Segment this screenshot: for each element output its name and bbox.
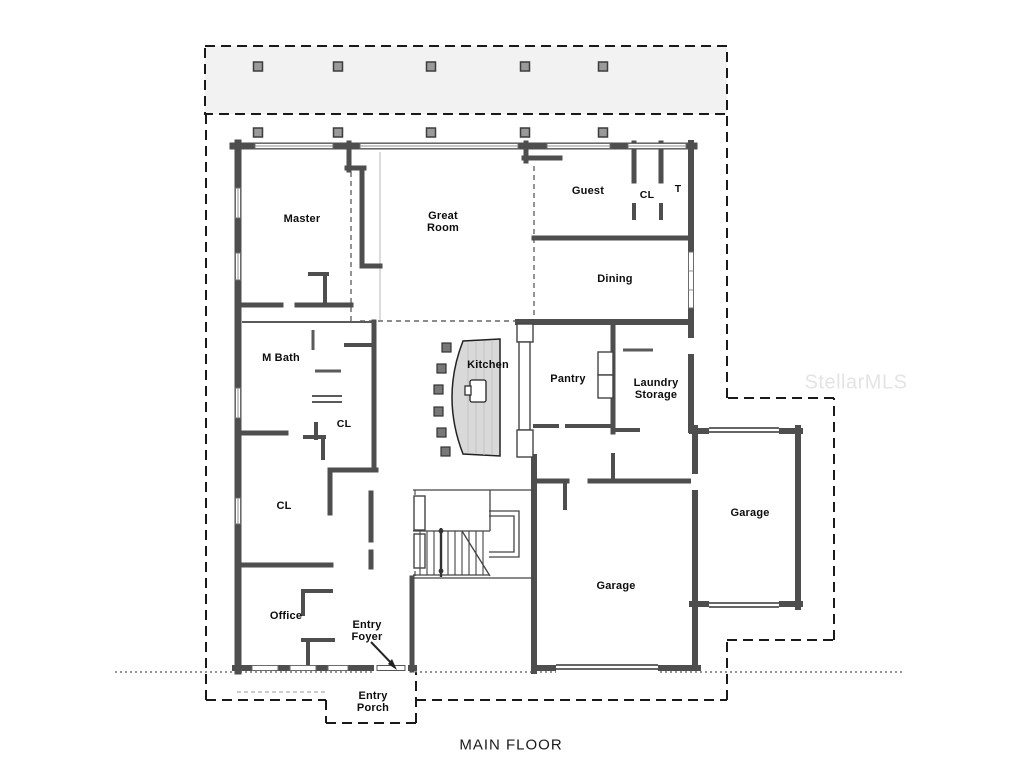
room-label-closet-guest: CL — [639, 189, 655, 202]
deck-outline — [204, 45, 835, 724]
stairs — [413, 489, 534, 579]
watermark: StellarMLS — [804, 371, 908, 394]
room-label-closet-lower: CL — [276, 499, 292, 512]
room-label-office: Office — [269, 609, 303, 622]
island-stools — [433, 342, 452, 457]
room-label-garage-main: Garage — [596, 579, 636, 592]
room-label-pantry: Pantry — [550, 372, 586, 385]
room-label-closet-hall: CL — [336, 418, 352, 431]
entry-leader-line — [370, 641, 397, 670]
room-label-dining: Dining — [597, 272, 633, 285]
plan-title: MAIN FLOOR — [459, 736, 563, 754]
room-label-great-room: Great Room — [427, 209, 459, 234]
room-label-entry-porch: Entry Porch — [356, 689, 390, 714]
room-label-garage-side: Garage — [730, 506, 770, 519]
room-label-m-bath: M Bath — [262, 351, 300, 364]
deck-posts — [252, 61, 609, 138]
room-label-guest: Guest — [571, 184, 605, 197]
kitchen-island — [433, 338, 501, 457]
room-label-master: Master — [283, 212, 321, 225]
sink-icon — [464, 379, 487, 403]
room-label-toilet: T — [674, 183, 682, 196]
room-label-kitchen: Kitchen — [467, 358, 509, 371]
cabinet-fixtures — [413, 323, 614, 569]
garage-doors — [556, 425, 779, 673]
room-label-entry-foyer: Entry Foyer — [351, 618, 383, 643]
windows — [235, 143, 694, 671]
handrail — [489, 510, 520, 558]
room-label-laundry-storage: Laundry Storage — [633, 376, 679, 401]
